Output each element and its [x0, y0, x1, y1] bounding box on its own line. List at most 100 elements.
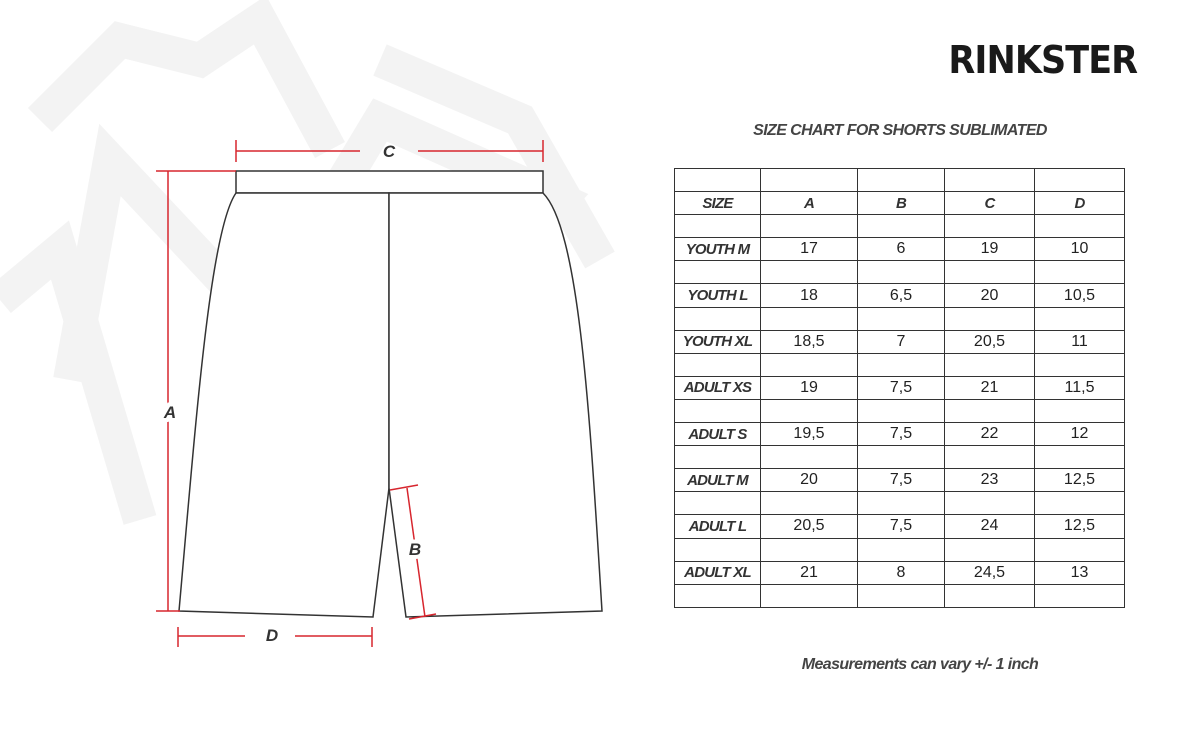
shorts-left-leg: [178, 192, 390, 618]
measurement-cell: 7,5: [857, 468, 945, 493]
table-cell-empty: [1034, 214, 1125, 239]
measurement-cell: 7,5: [857, 514, 945, 539]
table-spacer-row: [674, 167, 1125, 193]
measurement-cell: 7: [857, 329, 945, 354]
dimension-d: [177, 627, 373, 647]
table-cell-empty: [760, 445, 858, 470]
table-cell-empty: [857, 398, 945, 424]
table-cell-empty: [674, 537, 761, 562]
table-cell-empty: [760, 537, 858, 562]
measurement-cell: 11,5: [1034, 375, 1125, 400]
table-cell-empty: [760, 214, 858, 239]
table-cell-empty: [944, 260, 1035, 285]
size-label-cell: ADULT S: [674, 422, 761, 447]
measurement-cell: 6: [857, 237, 945, 262]
table-cell-empty: [674, 583, 761, 608]
table-cell-empty: [944, 398, 1035, 424]
table-cell-empty: [944, 214, 1035, 239]
table-cell-empty: [1034, 491, 1125, 516]
table-cell-empty: [760, 306, 858, 331]
measurement-note: Measurements can vary +/- 1 inch: [801, 656, 1039, 673]
size-label-cell: ADULT XS: [674, 375, 761, 400]
measurement-cell: 24: [944, 514, 1035, 539]
label-b: B: [409, 540, 421, 559]
measurement-cell: 23: [944, 468, 1035, 493]
measurement-cell: 8: [857, 560, 945, 585]
table-cell-empty: [674, 491, 761, 516]
table-spacer-row: [674, 583, 1125, 608]
measurement-cell: 20,5: [760, 514, 858, 539]
table-cell-empty: [857, 537, 945, 562]
table-cell-empty: [1034, 352, 1125, 377]
table-cell-empty: [760, 583, 858, 608]
measurement-cell: 11: [1034, 329, 1125, 354]
chart-title: SIZE CHART FOR SHORTS SUBLIMATED: [753, 122, 1047, 139]
table-spacer-row: [674, 352, 1125, 377]
table-spacer-row: [674, 260, 1125, 285]
label-d: D: [266, 626, 278, 645]
table-cell-empty: [857, 583, 945, 608]
dimension-b: [389, 484, 437, 620]
label-c: C: [383, 142, 396, 161]
table-cell-empty: [1034, 167, 1125, 193]
table-cell-empty: [944, 306, 1035, 331]
measurement-cell: 17: [760, 237, 858, 262]
size-label-cell: ADULT M: [674, 468, 761, 493]
table-cell-empty: [857, 491, 945, 516]
table-cell-empty: [760, 352, 858, 377]
table-cell-empty: [1034, 398, 1125, 424]
table-cell-empty: [857, 352, 945, 377]
measurement-cell: 12,5: [1034, 468, 1125, 493]
measurement-cell: 18,5: [760, 329, 858, 354]
table-cell-empty: [1034, 306, 1125, 331]
table-cell-empty: [674, 306, 761, 331]
dimension-a: [156, 170, 236, 612]
measurement-cell: 21: [760, 560, 858, 585]
table-cell-empty: [944, 583, 1035, 608]
table-cell-empty: [857, 167, 945, 193]
table-cell-empty: [674, 167, 761, 193]
table-cell-empty: [857, 445, 945, 470]
size-label-cell: YOUTH L: [674, 283, 761, 308]
shorts-diagram: C A B D: [156, 140, 603, 647]
measurement-cell: 18: [760, 283, 858, 308]
table-cell-empty: [760, 167, 858, 193]
table-spacer-row: [674, 537, 1125, 562]
table-spacer-row: [674, 306, 1125, 331]
table-cell-empty: [1034, 260, 1125, 285]
table-cell-empty: [944, 491, 1035, 516]
table-spacer-row: [674, 491, 1125, 516]
table-cell-empty: [944, 352, 1035, 377]
table-cell-empty: [674, 352, 761, 377]
size-label-cell: SIZE: [674, 191, 761, 216]
table-cell-empty: [674, 214, 761, 239]
measurement-cell: D: [1034, 191, 1125, 216]
table-cell-empty: [674, 260, 761, 285]
shorts-right-leg: [388, 192, 603, 618]
measurement-cell: 20: [760, 468, 858, 493]
measurement-cell: 13: [1034, 560, 1125, 585]
label-a: A: [163, 403, 176, 422]
table-cell-empty: [944, 167, 1035, 193]
size-label-cell: YOUTH XL: [674, 329, 761, 354]
measurement-cell: 6,5: [857, 283, 945, 308]
table-cell-empty: [857, 260, 945, 285]
measurement-cell: 24,5: [944, 560, 1035, 585]
table-spacer-row: [674, 214, 1125, 239]
measurement-cell: C: [944, 191, 1035, 216]
measurement-cell: 7,5: [857, 422, 945, 447]
table-cell-empty: [760, 398, 858, 424]
measurement-cell: 19: [760, 375, 858, 400]
measurement-cell: 22: [944, 422, 1035, 447]
table-cell-empty: [1034, 445, 1125, 470]
measurement-cell: 20,5: [944, 329, 1035, 354]
table-cell-empty: [944, 537, 1035, 562]
table-spacer-row: [674, 398, 1125, 424]
